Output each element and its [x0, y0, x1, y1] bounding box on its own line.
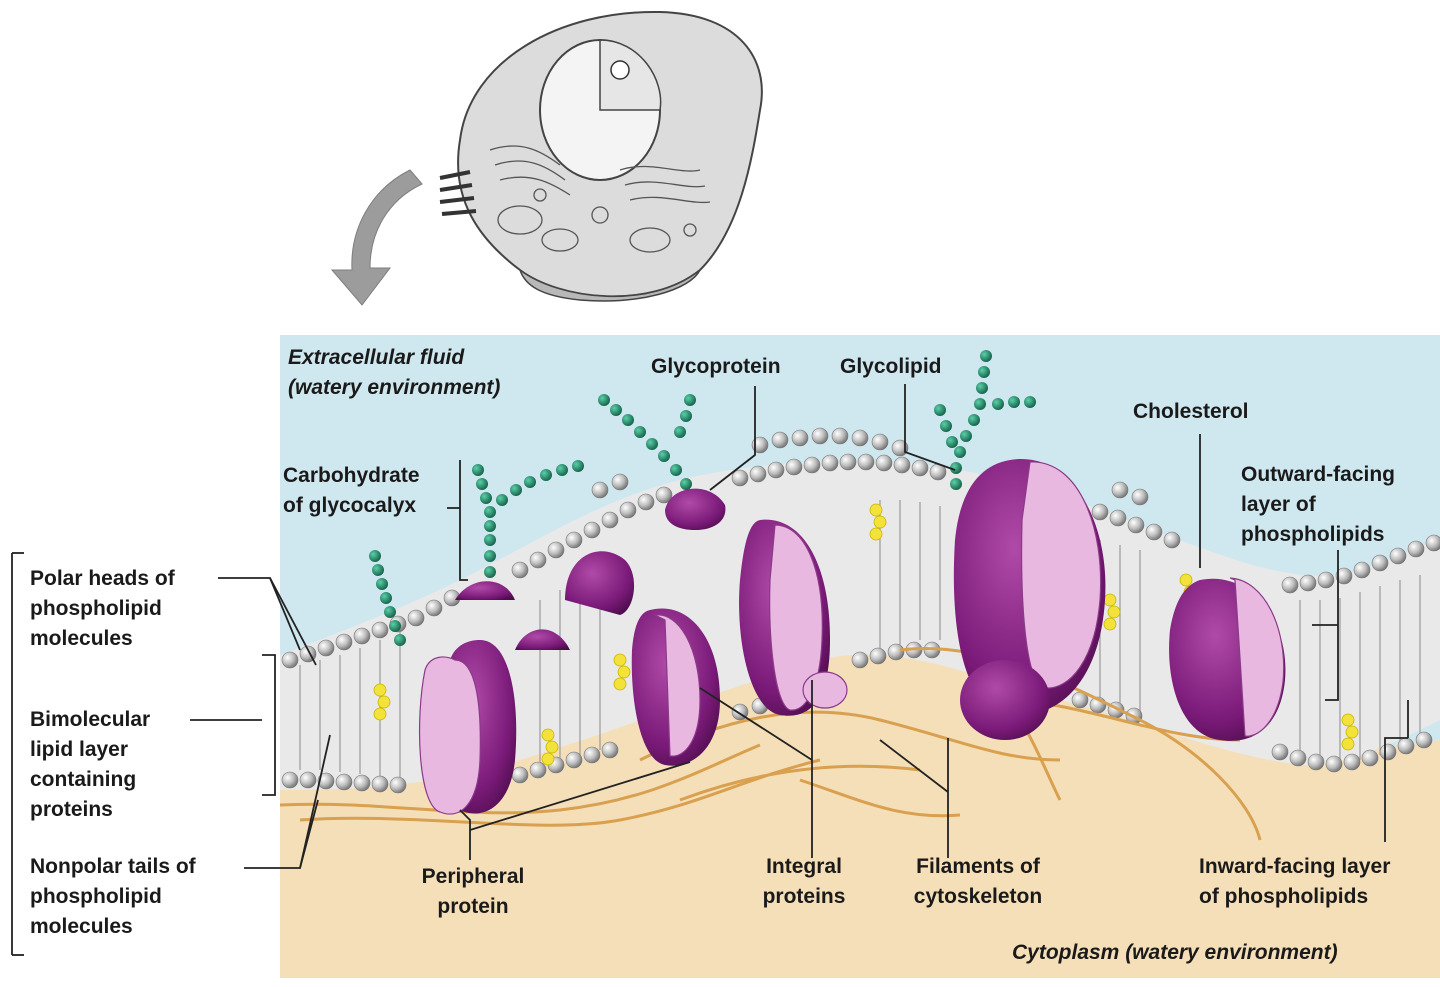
animal-cell-cutaway-icon	[439, 10, 763, 302]
leader-lines	[11, 384, 1409, 956]
outer-phospholipid-heads	[281, 427, 1440, 669]
polar-heads-label: Polar heads of phospholipid molecules	[30, 567, 175, 650]
glycolipid-label: Glycolipid	[840, 355, 942, 378]
cholesterol-label: Cholesterol	[1133, 400, 1249, 423]
glycoprotein-label: Glycoprotein	[651, 355, 781, 378]
inner-phospholipid-heads	[281, 641, 1433, 794]
surface-proteins	[455, 488, 726, 650]
peripheral-protein-label: Peripheral protein	[421, 865, 525, 918]
inward-facing-layer-label: Inward-facing layer of phospholipids	[1199, 855, 1391, 908]
peripheral-protein-left	[418, 640, 517, 815]
integral-protein-1	[631, 608, 720, 766]
extracellular-fluid-label: Extracellular fluid (watery environment)	[288, 346, 501, 399]
nonpolar-tails-label: Nonpolar tails of phospholipid molecules	[30, 855, 196, 938]
filaments-cytoskeleton-label: Filaments of cytoskeleton	[913, 855, 1043, 908]
carbohydrate-glycocalyx-label: Carbohydrate of glycocalyx	[283, 464, 420, 517]
curved-arrow-icon	[330, 169, 423, 306]
integral-protein-right	[1169, 577, 1286, 741]
integral-protein-2	[739, 519, 848, 716]
glycolipid-protein-large	[953, 459, 1106, 740]
cytoplasm-label: Cytoplasm (watery environment)	[1012, 941, 1338, 964]
outward-facing-layer-label: Outward-facing layer of phospholipids	[1241, 463, 1396, 546]
carbohydrate-chains	[369, 350, 1036, 646]
bimolecular-lipid-layer-label: Bimolecular lipid layer containing prote…	[30, 708, 151, 821]
integral-proteins-label: Integral proteins	[762, 855, 846, 908]
